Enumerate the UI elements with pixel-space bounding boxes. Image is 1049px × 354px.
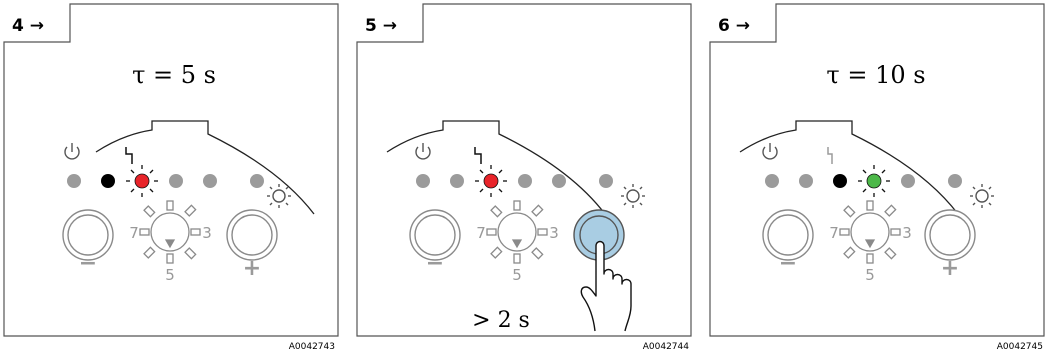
power-icon [762, 143, 778, 160]
panel-step-5: 5 → [356, 3, 692, 337]
led-3-blinking [475, 165, 507, 197]
power-icon [64, 143, 80, 160]
time-constant-label: τ = 5 s [132, 61, 216, 89]
led-6 [599, 174, 613, 188]
led-4 [518, 174, 532, 188]
led-3-blinking [126, 165, 158, 197]
minus-button[interactable] [409, 209, 461, 261]
brightness-icon [267, 184, 291, 208]
plus-button[interactable] [924, 209, 976, 261]
led-6 [250, 174, 264, 188]
plus-label: + [243, 256, 261, 281]
led-4 [169, 174, 183, 188]
dial-label-bottom: 5 [865, 266, 875, 284]
pointing-hand-icon [580, 240, 632, 332]
housing-outline [739, 120, 959, 215]
power-icon [415, 143, 431, 160]
dial-label-right: 3 [902, 224, 912, 242]
panel-step-4: 4 → τ = 5 s [3, 3, 339, 337]
dial-label-left: 7 [129, 224, 139, 242]
fault-icon [125, 147, 133, 164]
minus-label: − [79, 251, 97, 276]
panel-frame [709, 3, 1045, 337]
led-5 [203, 174, 217, 188]
led-6 [948, 174, 962, 188]
plus-label: + [941, 256, 959, 281]
dial-label-bottom: 5 [512, 266, 522, 284]
fault-icon [827, 147, 833, 164]
plus-button-pressed[interactable] [573, 209, 625, 261]
led-1 [416, 174, 430, 188]
dial-label-left: 7 [829, 224, 839, 242]
step-label: 6 → [718, 16, 750, 36]
brightness-icon [621, 184, 645, 208]
fault-icon [474, 147, 482, 164]
led-2 [101, 174, 115, 188]
led-2 [450, 174, 464, 188]
led-5 [901, 174, 915, 188]
minus-button[interactable] [762, 209, 814, 261]
figure-code: A0042743 [289, 342, 335, 352]
step-label: 4 → [12, 16, 44, 36]
step-label: 5 → [365, 16, 397, 36]
time-constant-label: τ = 10 s [826, 61, 925, 89]
led-3 [833, 174, 847, 188]
led-4-blinking [858, 165, 890, 197]
housing-outline [386, 120, 606, 215]
led-1 [765, 174, 779, 188]
panel-frame [356, 3, 692, 337]
panel-frame [3, 3, 339, 337]
minus-label: − [426, 251, 444, 276]
minus-button[interactable] [62, 209, 114, 261]
time-dial[interactable] [486, 200, 548, 264]
led-5 [552, 174, 566, 188]
dial-label-bottom: 5 [165, 266, 175, 284]
dial-label-right: 3 [549, 224, 559, 242]
time-dial[interactable] [139, 200, 201, 264]
time-dial[interactable] [839, 200, 901, 264]
figure-code: A0042744 [643, 342, 690, 352]
panel-step-6: 6 → τ = 10 s [709, 3, 1045, 337]
housing-outline [95, 120, 315, 215]
led-1 [67, 174, 81, 188]
press-duration-label: > 2 s [472, 308, 530, 333]
dial-label-right: 3 [202, 224, 212, 242]
brightness-icon [970, 184, 994, 208]
dial-label-left: 7 [476, 224, 486, 242]
minus-label: − [779, 251, 797, 276]
figure-code: A0042745 [997, 342, 1043, 352]
led-2 [799, 174, 813, 188]
plus-button[interactable] [226, 209, 278, 261]
